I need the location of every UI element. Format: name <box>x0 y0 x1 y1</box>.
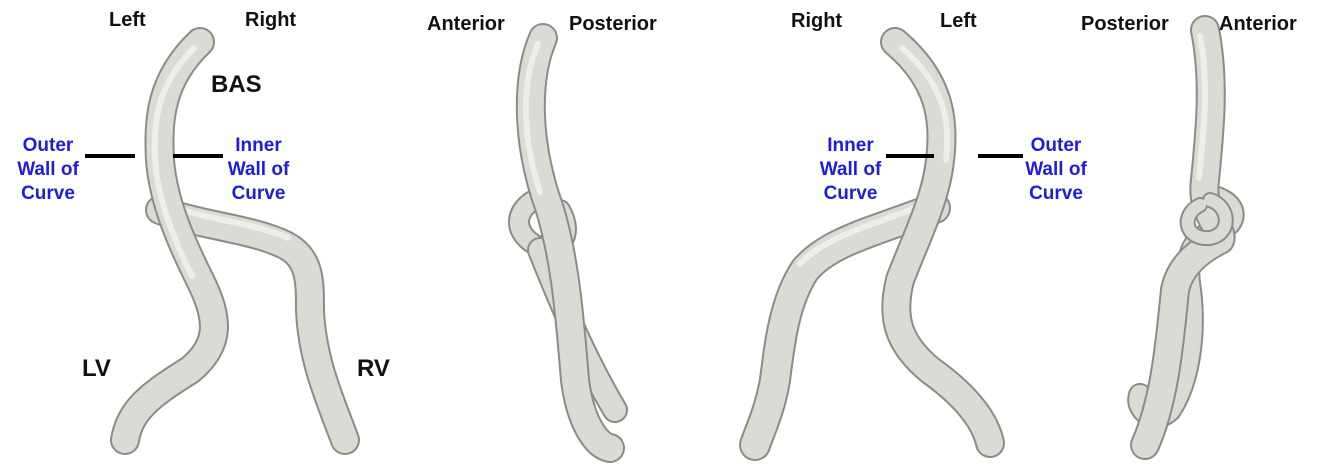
panel3-outer-wall-label: Outer Wall of Curve <box>1016 134 1096 206</box>
panel3-inner-line2: Wall of <box>808 158 893 182</box>
panel3-inner-line3: Curve <box>808 182 893 206</box>
panel3-vessel <box>755 42 990 445</box>
panel2-vessel <box>519 38 615 448</box>
panel3-left-label: Left <box>940 10 977 33</box>
panel3-outer-line2: Wall of <box>1016 158 1096 182</box>
panel1-inner-wall-label: Inner Wall of Curve <box>216 134 301 206</box>
panel1-bas-label: BAS <box>211 72 262 98</box>
panel1-basilar-and-left-vertebral-artery <box>125 42 214 440</box>
panel3-outer-line1: Outer <box>1016 134 1096 158</box>
panel3-inner-leader-line <box>886 154 934 158</box>
panel2-anterior-label: Anterior <box>427 13 505 36</box>
panel3-basilar-and-right-vertebral-artery <box>895 42 990 443</box>
panel3-inner-wall-label: Inner Wall of Curve <box>808 134 893 206</box>
panel1-inner-line3: Curve <box>216 182 301 206</box>
panel1-right-label: Right <box>245 9 296 32</box>
panel1-outer-wall-label: Outer Wall of Curve <box>8 134 88 206</box>
panel1-outer-line2: Wall of <box>8 158 88 182</box>
panel1-vessel <box>125 42 345 440</box>
panel1-outer-leader-line <box>85 154 135 158</box>
panel3-outer-line3: Curve <box>1016 182 1096 206</box>
panel4-vessel <box>1139 30 1232 445</box>
panel1-left-label: Left <box>109 9 146 32</box>
panel1-outer-line1: Outer <box>8 134 88 158</box>
panel4-posterior-label: Posterior <box>1081 13 1169 36</box>
panel1-inner-leader-line <box>173 154 223 158</box>
panel3-outer-leader-line <box>978 154 1023 158</box>
panel3-right-label: Right <box>791 10 842 33</box>
panel1-inner-line1: Inner <box>216 134 301 158</box>
panel2-posterior-label: Posterior <box>569 13 657 36</box>
panel1-outer-line3: Curve <box>8 182 88 206</box>
panel3-inner-line1: Inner <box>808 134 893 158</box>
panel1-lv-label: LV <box>82 356 111 382</box>
panel1-rv-label: RV <box>357 356 390 382</box>
panel1-inner-line2: Wall of <box>216 158 301 182</box>
panel4-anterior-label: Anterior <box>1219 13 1297 36</box>
